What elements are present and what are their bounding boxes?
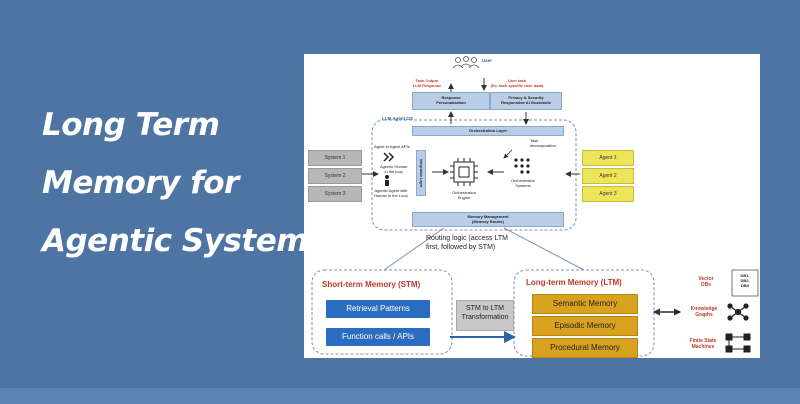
- llm-agent-os-label: LLM Agent OS: [382, 116, 413, 121]
- stm-item-function-calls: Function calls / APIs: [326, 328, 430, 346]
- finite-state-machines-label: Finite State Machines: [689, 338, 717, 350]
- agent-to-agent-label: Agent to Agent APIs: [374, 144, 410, 149]
- user-label: User: [482, 58, 493, 63]
- user-icon: [452, 56, 480, 69]
- vector-dbs-label: Vector DBs: [698, 276, 714, 288]
- stm-title: Short-term Memory (STM): [322, 280, 421, 289]
- stm-item-retrieval: Retrieval Patterns: [326, 300, 430, 318]
- knowledge-graph-icon: [727, 303, 749, 321]
- ltm-title: Long-term Memory (LTM): [526, 278, 622, 287]
- bottom-strip: [0, 388, 800, 404]
- task-decomposition-label: Task decomposition: [530, 138, 556, 148]
- knowledge-graphs-label: Knowledge Graphs: [690, 306, 718, 318]
- diagram-slide: User Task Output LLM Response User task …: [304, 54, 760, 358]
- privacy-security-box: Privacy & Security Responsible AI Guardr…: [490, 92, 562, 110]
- orchestration-engine-label: Orchestration Engine: [451, 190, 476, 200]
- title-line-1: Long Term: [42, 107, 220, 143]
- cpu-icon: [450, 158, 478, 186]
- agent-2-box: Agent 2: [582, 168, 634, 184]
- agent-1-box: Agent 1: [582, 150, 634, 166]
- orchestration-dots-icon: [514, 158, 530, 174]
- ltm-item-procedural: Procedural Memory: [532, 338, 638, 358]
- route-line-ltm: [503, 227, 585, 271]
- routing-logic-label: Routing logic (access LTM first, followe…: [426, 235, 508, 251]
- orchestration-systems-label: Orchestration Systems: [510, 178, 535, 188]
- fsm-icon: [725, 333, 751, 353]
- agentic-agent-label: Agentic Agent with Human in the Loop: [374, 188, 408, 198]
- system-2-box: System 2: [308, 168, 362, 184]
- arrow-decomp: [503, 149, 513, 159]
- agent-os-container: [371, 119, 577, 231]
- response-personalization-box: Response Personalization: [412, 92, 490, 110]
- system-1-box: System 1: [308, 150, 362, 166]
- memory-management-bar: Memory Management (Memory Router): [412, 212, 564, 227]
- db-labels: DB1, DB2, DB3: [740, 273, 750, 288]
- title-line-2: Memory for: [42, 165, 239, 201]
- human-icon: [385, 175, 389, 186]
- diagram-connectors: [311, 56, 759, 357]
- title-line-3: Agentic System: [42, 223, 309, 259]
- ltm-item-episodic: Episodic Memory: [532, 316, 638, 336]
- chevrons-icon: [383, 152, 395, 162]
- system-3-box: System 3: [308, 186, 362, 202]
- integration-layer-bar: Integration Layer: [416, 150, 426, 196]
- ltm-item-semantic: Semantic Memory: [532, 294, 638, 314]
- agent-3-box: Agent 3: [582, 186, 634, 202]
- stm-container: [311, 269, 453, 355]
- route-line-stm: [383, 227, 445, 271]
- title-block: Long Term Memory for Agentic System: [42, 96, 312, 270]
- orchestration-layer-bar: Orchestration Layer: [412, 126, 564, 136]
- stm-ltm-transform-box: STM to LTM Transformation: [456, 300, 514, 331]
- task-output-label: Task Output LLM Response: [412, 78, 442, 88]
- user-task-label: User task (Ex. task specific user data): [490, 78, 544, 88]
- agentic-human-label: Agentic Human in the loop: [380, 164, 408, 174]
- database-icon: [731, 269, 759, 297]
